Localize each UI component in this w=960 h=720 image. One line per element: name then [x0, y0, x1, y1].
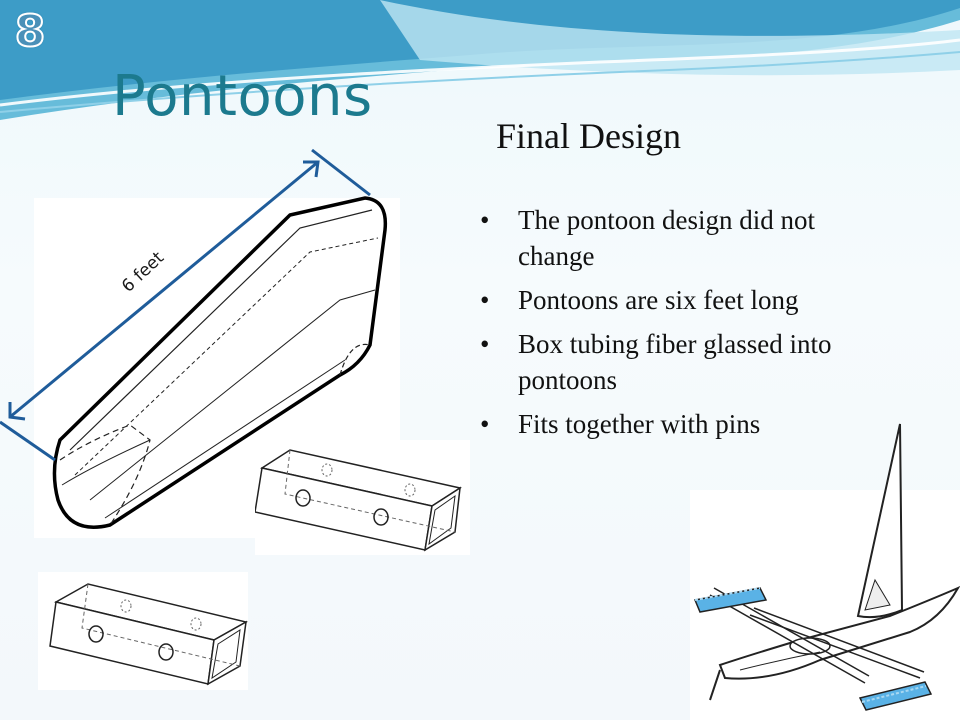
bullet-item: • Box tubing fiber glassed into pontoons — [480, 326, 840, 398]
pontoon-nose-line — [61, 439, 151, 486]
bullet-list: • The pontoon design did not change • Pont… — [480, 202, 840, 450]
box-tubing-drawing-left — [38, 572, 248, 690]
pontoon-edge-line — [74, 237, 379, 476]
boat-assembly-drawing — [690, 423, 960, 720]
box-tubing-drawing-right — [255, 440, 470, 555]
slide-subtitle: Final Design — [496, 116, 681, 156]
bullet-dot: • — [480, 285, 490, 315]
bullet-dot: • — [480, 205, 490, 235]
bullet-dot: • — [480, 329, 490, 359]
pontoon-edge-line — [89, 289, 376, 501]
bullet-text: The pontoon design did not change — [518, 205, 815, 271]
sail — [856, 423, 904, 619]
pontoon-left — [693, 587, 768, 613]
slide-number: 8 — [14, 5, 47, 58]
dimension-extension-line — [0, 420, 56, 462]
pontoon-tail-line — [339, 343, 371, 376]
bullet-text: Fits together with pins — [518, 409, 761, 439]
slide-title: Pontoons — [112, 64, 373, 129]
bullet-item: • The pontoon design did not change — [480, 202, 840, 274]
dimension-extension-line — [311, 148, 371, 197]
dimension-arrow-head-left — [8, 402, 26, 421]
bullet-text: Pontoons are six feet long — [518, 285, 799, 315]
bullet-dot: • — [480, 409, 490, 439]
dimension-arrow-line — [9, 160, 319, 419]
bullet-item: • Fits together with pins — [480, 406, 840, 442]
header-wave-decoration — [0, 0, 960, 120]
bullet-item: • Pontoons are six feet long — [480, 282, 840, 318]
hull — [718, 586, 960, 680]
pontoon-edge-line — [104, 359, 346, 519]
pontoon-edge-line — [69, 209, 373, 451]
dimension-arrow-head-right — [303, 160, 320, 178]
bullet-text: Box tubing fiber glassed into pontoons — [518, 329, 832, 395]
